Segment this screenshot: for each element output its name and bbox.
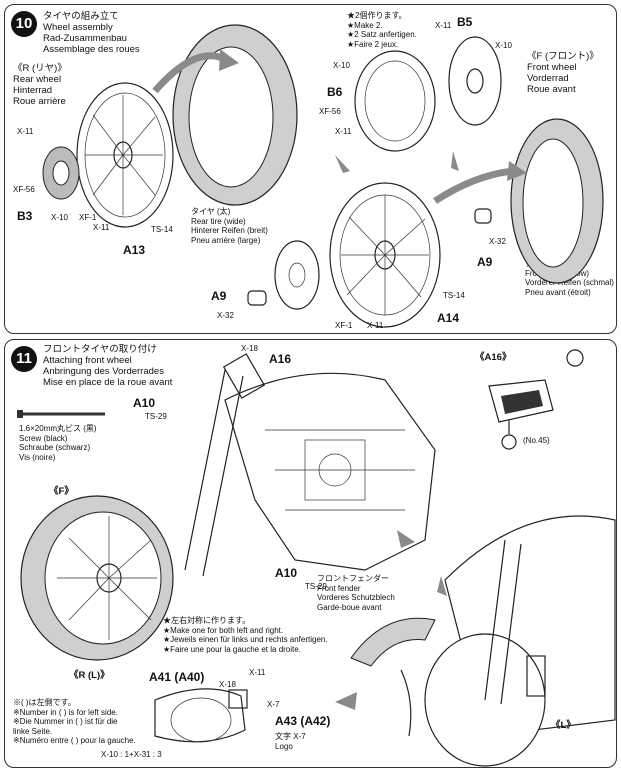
part-b5: B5	[457, 15, 473, 29]
step-11-illustration	[17, 349, 616, 767]
part-ts14-rear: TS-14	[151, 225, 173, 234]
arrow-head	[219, 49, 239, 71]
rear-tire-drawing	[172, 24, 298, 206]
step-10-title: タイヤの組み立て Wheel assembly Rad-Zusammenbau …	[43, 11, 140, 55]
part-xf56-front: XF-56	[319, 107, 341, 116]
front-brake-disc-drawing	[274, 240, 320, 310]
part-x11-caliper: X-11	[249, 668, 266, 677]
part-a13: A13	[123, 243, 146, 257]
part-x11-rear: X-11	[17, 127, 34, 136]
part-x18-top: X-18	[241, 344, 258, 353]
make-two-note: ★2個作ります。 ★Make 2. ★2 Satz anfertigen. ★F…	[347, 11, 417, 49]
left-side-note: ※( )は左側です。 ※Number in ( ) is for left si…	[13, 698, 136, 745]
rear-wheel-drawing	[76, 82, 174, 228]
part-a10-bottom: A10	[275, 566, 298, 580]
arrow-tire-to-wheel	[152, 52, 227, 94]
screw-label: 1.6×20mm丸ビス (黒) Screw (black) Schraube (…	[19, 424, 97, 462]
b6-ring-drawing	[354, 50, 436, 152]
step-10-illustration	[42, 24, 604, 328]
rear-tire-label: タイヤ (太) Rear tire (wide) Hinterer Reifen…	[191, 207, 268, 245]
collar-a9-front	[474, 208, 492, 224]
part-x11-rear-b: X-11	[93, 223, 110, 232]
a16-gauge-drawing	[488, 379, 554, 423]
part-b6: B6	[327, 85, 343, 99]
part-a9-rear: A9	[211, 289, 227, 303]
front-wheel-drawing	[329, 182, 441, 328]
part-a16: A16	[269, 352, 292, 366]
part-x11-front: X-11	[435, 21, 452, 30]
step-11-title: フロントタイヤの取り付け Attaching front wheel Anbri…	[43, 344, 173, 388]
part-xf56-rear: XF-56	[13, 185, 35, 194]
symmetry-note: ★左右対称に作ります。 ★Make one for both left and …	[163, 616, 328, 654]
part-a10-top: A10	[133, 396, 156, 410]
part-ts29-bottom: TS-29	[305, 582, 327, 591]
part-x18-caliper: X-18	[219, 680, 236, 689]
part-x11-b6: X-11	[335, 127, 352, 136]
front-fender-drawing	[350, 617, 436, 737]
decal-50-marker	[566, 349, 584, 367]
part-a43: A43 (A42)	[275, 714, 331, 728]
rl-heading: 《R (L)》	[69, 670, 110, 681]
bike-left-side-drawing	[424, 515, 616, 767]
part-a41: A41 (A40)	[149, 670, 205, 684]
part-ts29-top: TS-29	[145, 412, 167, 421]
front-fork-drawing	[184, 353, 266, 577]
part-b3: B3	[17, 209, 33, 223]
paint-mix-label: X-10 : 1+X-31 : 3	[101, 750, 162, 759]
left-l-label: 《L》	[551, 720, 576, 731]
part-x7-caliper: X-7	[267, 700, 280, 709]
step-11-panel: 11 フロントタイヤの取り付け Attaching front wheel An…	[4, 339, 617, 768]
step-10-panel: 10 タイヤの組み立て Wheel assembly Rad-Zusammenb…	[4, 4, 617, 334]
caliper-drawing	[154, 688, 248, 743]
part-a9-front: A9	[477, 255, 493, 269]
rear-wheel-heading: 《R (リヤ)》 Rear wheel Hinterrad Roue arriè…	[13, 63, 67, 107]
a16-heading: 《A16》	[475, 352, 512, 363]
part-x32-front: X-32	[489, 237, 506, 246]
decal-no45: (No.45)	[523, 436, 550, 445]
logo-label: 文字 X-7 Logo	[275, 732, 306, 751]
b5-hub-drawing	[448, 36, 502, 126]
step-11-badge: 11	[11, 346, 37, 372]
part-xf1-rear: XF-1	[79, 213, 97, 222]
collar-a9-rear	[247, 290, 267, 306]
rear-brake-disc-drawing	[42, 146, 80, 200]
motorcycle-frame-drawing	[224, 372, 436, 571]
part-x10-front: X-10	[495, 41, 512, 50]
front-wheel-f-label: 《F》	[49, 486, 74, 497]
decal-54-marker	[501, 434, 517, 450]
front-wheel-assembled-drawing	[20, 495, 174, 661]
part-a14: A14	[437, 311, 460, 325]
part-x10-rear: X-10	[51, 213, 68, 222]
part-x10-b6: X-10	[333, 61, 350, 70]
part-x32-rear: X-32	[217, 311, 234, 320]
part-ts14-front: TS-14	[443, 291, 465, 300]
front-wheel-heading: 《F (フロント)》 Front wheel Vorderrad Roue av…	[527, 51, 599, 95]
step-10-badge: 10	[11, 11, 37, 37]
part-xf1-front: XF-1	[335, 321, 353, 330]
front-fender-label: フロントフェンダー Front fender Vorderes Schutzbl…	[317, 574, 395, 612]
front-tire-drawing	[510, 118, 604, 284]
